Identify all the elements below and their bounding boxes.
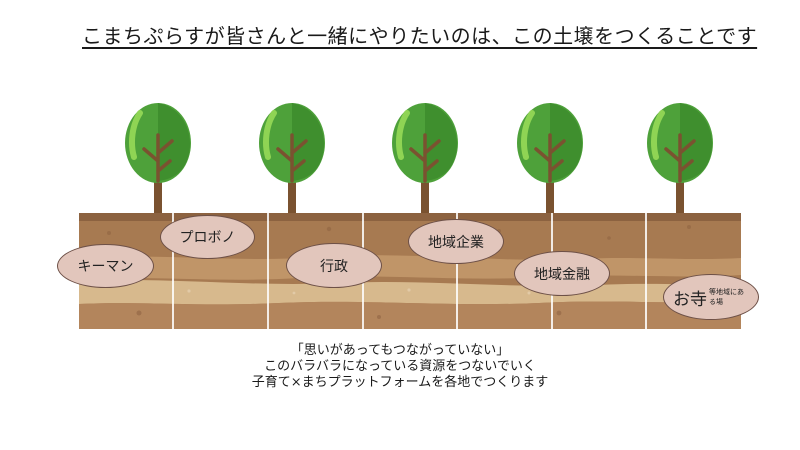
tree-icon [385, 95, 465, 215]
resource-label-probono: プロボノ [179, 230, 236, 246]
tree-icon [118, 95, 198, 215]
soil-ground [79, 213, 741, 329]
caption: 「思いがあってもつながっていない」 このバラバラになっている資源をつないでいく … [180, 343, 620, 391]
page-title: こまちぷらすが皆さんと一緒にやりたいのは、この土壌をつくることです [82, 24, 758, 48]
caption-line-1: 「思いがあってもつながっていない」 [290, 343, 510, 358]
tree-icon [252, 95, 332, 215]
resource-label-chiiki-kinyu: 地域金融 [534, 266, 590, 283]
resource-oval-keyman: キーマン [57, 244, 154, 288]
resource-label-otera: お寺 [673, 289, 707, 310]
resource-label-keyman: キーマン [77, 259, 134, 275]
resource-oval-otera: お寺 等地域にある場 [663, 274, 759, 320]
resource-label-chiiki-kigyo: 地域企業 [428, 234, 484, 251]
tree-icon [510, 95, 590, 215]
caption-line-2: このバラバラになっている資源をつないでいく [264, 359, 536, 374]
resource-oval-probono: プロボノ [160, 215, 255, 259]
resource-oval-chiiki-kigyo: 地域企業 [408, 219, 504, 264]
resource-oval-gyosei: 行政 [286, 243, 382, 288]
tree-icon [640, 95, 720, 215]
resource-label-otera-sub: 等地域にある場 [709, 288, 744, 306]
caption-line-3: 子育て×まちプラットフォームを各地でつくります [251, 375, 549, 390]
resource-oval-chiiki-kinyu: 地域金融 [514, 251, 610, 296]
resource-label-gyosei: 行政 [320, 258, 348, 275]
